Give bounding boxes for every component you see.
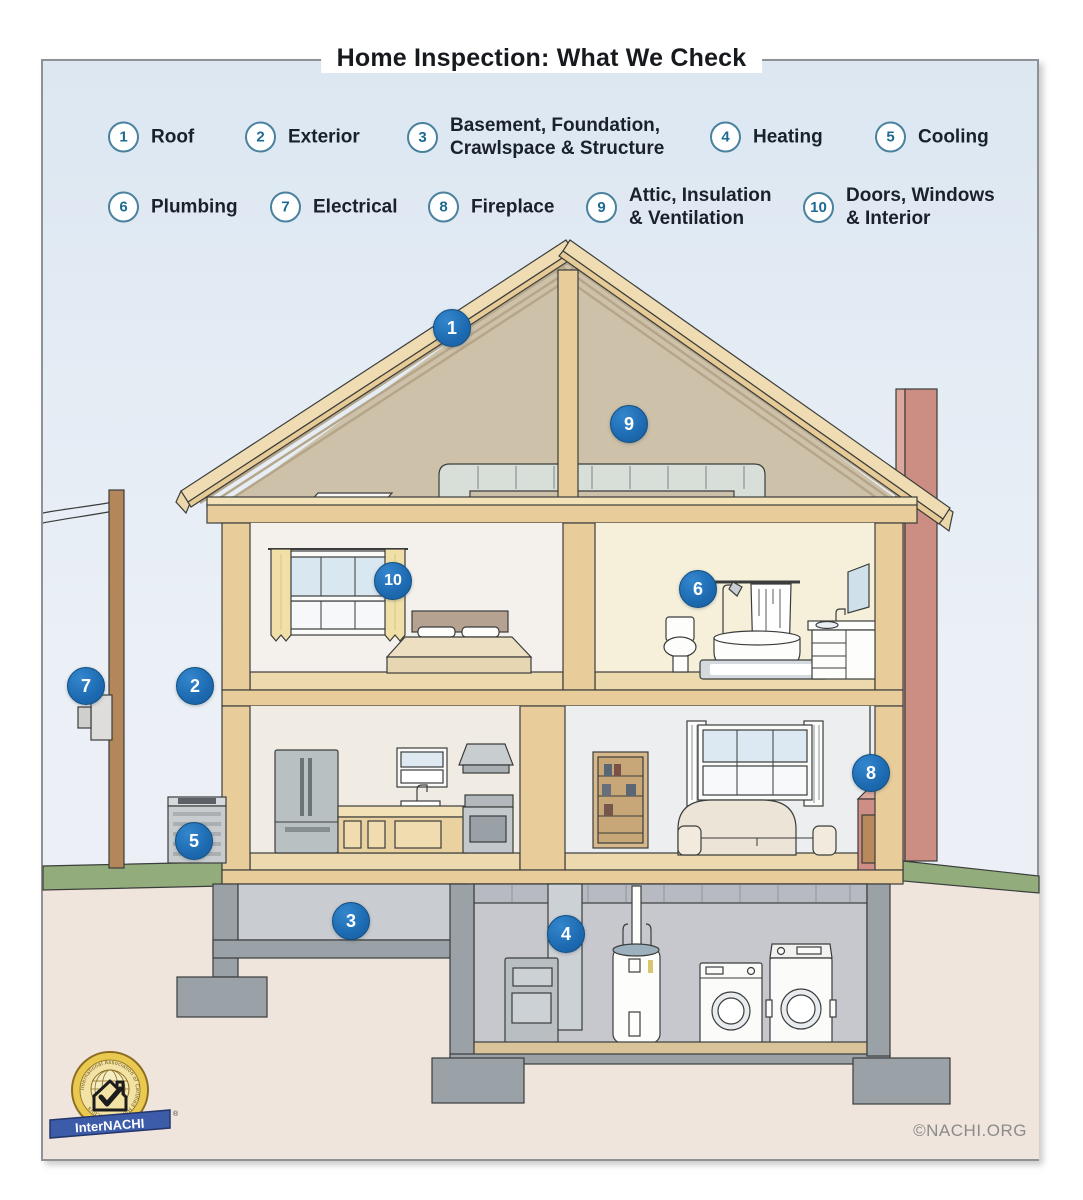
legend-item-heating: 4 Heating <box>710 121 823 153</box>
internachi-logo: International Association of Certified H… <box>49 1051 179 1139</box>
legend-label: Roof <box>151 126 195 148</box>
legend-item-attic: 9 Attic, Insulation & Ventilation <box>586 184 772 230</box>
marker-attic: 9 <box>610 405 648 443</box>
legend-number: 2 <box>245 121 276 153</box>
legend: 1 Roof 2 Exterior 3 Basement, Foundation… <box>0 0 1083 260</box>
legend-number: 3 <box>407 121 438 153</box>
marker-roof: 1 <box>433 309 471 347</box>
marker-cooling: 5 <box>175 822 213 860</box>
marker-basement: 3 <box>332 902 370 940</box>
legend-number: 9 <box>586 191 617 223</box>
marker-exterior: 2 <box>176 667 214 705</box>
marker-fireplace: 8 <box>852 754 890 792</box>
legend-label: Electrical <box>313 196 398 218</box>
legend-number: 1 <box>108 121 139 153</box>
legend-item-exterior: 2 Exterior <box>245 121 360 153</box>
copyright: ©NACHI.ORG <box>913 1121 1027 1140</box>
legend-label: Fireplace <box>471 196 555 218</box>
legend-number: 4 <box>710 121 741 153</box>
legend-number: 10 <box>803 191 834 223</box>
marker-doors-windows: 10 <box>374 562 412 600</box>
legend-label: Doors, Windows & Interior <box>846 185 995 229</box>
legend-item-plumbing: 6 Plumbing <box>108 191 238 223</box>
page-title: Home Inspection: What We Check <box>320 44 763 73</box>
legend-number: 8 <box>428 191 459 223</box>
marker-heating: 4 <box>547 915 585 953</box>
legend-label: Attic, Insulation & Ventilation <box>629 185 772 229</box>
legend-label: Heating <box>753 126 823 148</box>
legend-item-electrical: 7 Electrical <box>270 191 398 223</box>
marker-plumbing: 6 <box>679 570 717 608</box>
legend-label: Exterior <box>288 126 360 148</box>
marker-electrical: 7 <box>67 667 105 705</box>
legend-number: 5 <box>875 121 906 153</box>
legend-item-roof: 1 Roof <box>108 121 195 153</box>
legend-item-cooling: 5 Cooling <box>875 121 989 153</box>
registered-mark: ® <box>173 1110 179 1118</box>
legend-item-basement: 3 Basement, Foundation, Crawlspace & Str… <box>407 114 664 160</box>
legend-number: 6 <box>108 191 139 223</box>
legend-label: Cooling <box>918 126 989 148</box>
legend-label: Plumbing <box>151 196 238 218</box>
legend-item-doors-windows: 10 Doors, Windows & Interior <box>803 184 995 230</box>
legend-number: 7 <box>270 191 301 223</box>
legend-label: Basement, Foundation, Crawlspace & Struc… <box>450 115 665 159</box>
legend-item-fireplace: 8 Fireplace <box>428 191 555 223</box>
